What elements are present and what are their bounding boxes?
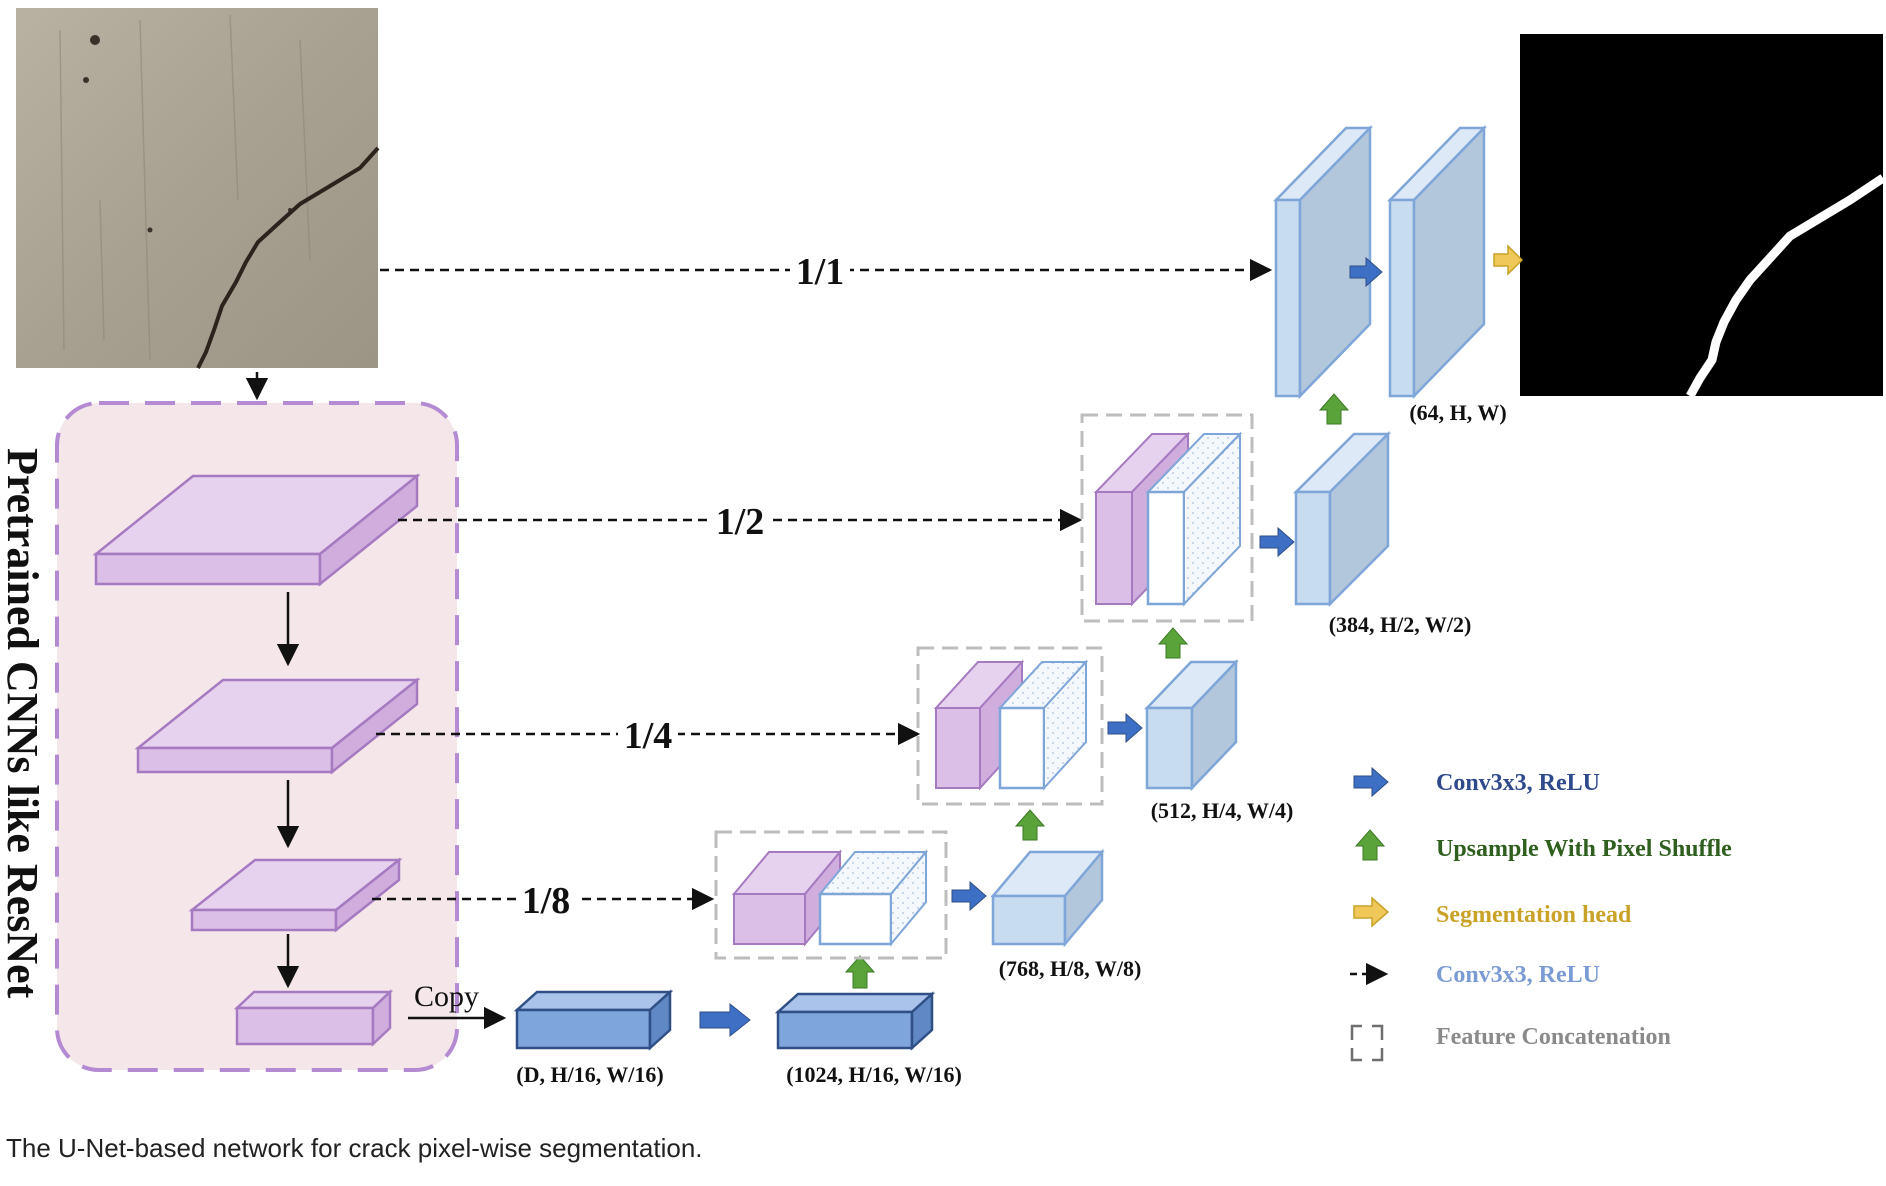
yellow-arrow-icon bbox=[1353, 896, 1390, 928]
copy-label: Copy bbox=[414, 980, 479, 1013]
encoder-slab-1 bbox=[92, 473, 421, 587]
seg-head-arrow bbox=[1493, 244, 1524, 276]
decoder-block-64-b bbox=[1387, 124, 1487, 400]
conv-arrow-1-4 bbox=[1107, 712, 1143, 744]
conv-arrow-top bbox=[1349, 256, 1383, 288]
input-image bbox=[16, 8, 380, 369]
conv-arrow-1-8 bbox=[951, 880, 987, 912]
dim-label-d: (D, H/16, W/16) bbox=[516, 1062, 663, 1087]
legend-item-dashed: Conv3x3, ReLU bbox=[1350, 962, 1600, 988]
concat-1-8-decoder-cube bbox=[817, 849, 929, 947]
dim-label-512: (512, H/4, W/4) bbox=[1151, 798, 1294, 823]
figure-caption: The U-Net-based network for crack pixel-… bbox=[6, 1133, 703, 1163]
concrete-texture bbox=[16, 8, 378, 368]
decoder-block-64-a bbox=[1273, 124, 1373, 400]
encoder-slab-2 bbox=[134, 677, 421, 775]
encoder-label: Pretrained CNNs like ResNet bbox=[0, 448, 47, 999]
upsample-arrow-2 bbox=[1014, 809, 1046, 841]
dim-label-384: (384, H/2, W/2) bbox=[1329, 612, 1472, 637]
decoder-block-384 bbox=[1292, 430, 1392, 608]
dashed-bracket-icon bbox=[1350, 1024, 1384, 1062]
bottleneck-block-d bbox=[513, 989, 674, 1051]
legend: Conv3x3, ReLU Upsample With Pixel Shuffl… bbox=[1350, 766, 1732, 1062]
blue-arrow-icon bbox=[1353, 766, 1389, 798]
skip-label-1-1: 1/1 bbox=[796, 251, 845, 293]
conv-arrow-1-2 bbox=[1259, 526, 1295, 558]
skip-label-1-8: 1/8 bbox=[522, 880, 571, 922]
decoder-block-768 bbox=[990, 848, 1105, 948]
legend-label-upsample: Upsample With Pixel Shuffle bbox=[1436, 836, 1732, 862]
mask-crack bbox=[1686, 174, 1886, 399]
upsample-arrow-4 bbox=[1318, 393, 1350, 425]
conv-arrow-bottleneck bbox=[699, 1002, 751, 1038]
output-mask bbox=[1520, 34, 1886, 399]
dim-label-1024: (1024, H/16, W/16) bbox=[786, 1062, 962, 1087]
legend-label-conv: Conv3x3, ReLU bbox=[1436, 770, 1600, 796]
concat-1-2-decoder-cube bbox=[1145, 431, 1243, 607]
upsample-arrow-3 bbox=[1157, 627, 1189, 659]
upsample-arrow-1 bbox=[844, 955, 876, 989]
dim-label-64: (64, H, W) bbox=[1409, 400, 1506, 425]
concat-box-1-2 bbox=[1080, 413, 1254, 623]
concat-box-1-8 bbox=[714, 830, 948, 960]
encoder-slab-4 bbox=[233, 989, 394, 1047]
concat-1-4-decoder-cube bbox=[997, 659, 1089, 791]
bottleneck-block-1024 bbox=[774, 991, 936, 1051]
legend-label-concat: Feature Concatenation bbox=[1436, 1024, 1671, 1050]
skip-label-1-4: 1/4 bbox=[624, 715, 673, 757]
legend-item-upsample: Upsample With Pixel Shuffle bbox=[1354, 829, 1732, 862]
legend-item-conv: Conv3x3, ReLU bbox=[1353, 766, 1600, 798]
crack-line bbox=[196, 146, 380, 369]
legend-label-dashed: Conv3x3, ReLU bbox=[1436, 962, 1600, 988]
dim-label-768: (768, H/8, W/8) bbox=[999, 956, 1142, 981]
concat-box-1-4 bbox=[916, 646, 1104, 806]
legend-item-seg: Segmentation head bbox=[1353, 896, 1632, 928]
encoder-slab-3 bbox=[188, 857, 403, 933]
skip-label-1-2: 1/2 bbox=[716, 501, 765, 543]
decoder-block-512 bbox=[1144, 658, 1239, 792]
legend-item-concat: Feature Concatenation bbox=[1350, 1024, 1671, 1062]
green-up-arrow-icon bbox=[1354, 829, 1386, 861]
legend-label-seg: Segmentation head bbox=[1436, 902, 1632, 928]
